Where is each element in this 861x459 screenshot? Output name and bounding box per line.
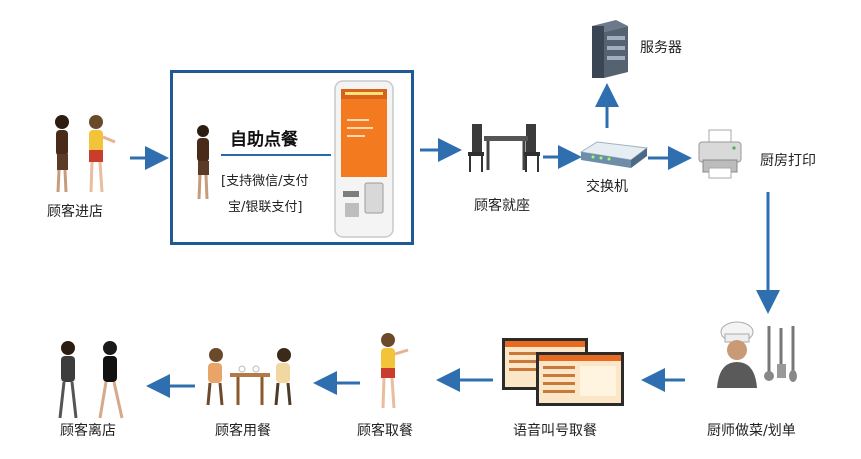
label-server: 服务器 <box>640 40 682 56</box>
label-customer-leave: 顾客离店 <box>60 423 116 439</box>
label-customer-dine: 顾客用餐 <box>215 423 271 439</box>
label-switch: 交换机 <box>586 179 628 195</box>
chef-icon <box>717 321 797 388</box>
payment-note-line1: [支持微信/支付 <box>221 174 309 189</box>
title-underline <box>221 154 331 156</box>
label-customer-pickup: 顾客取餐 <box>357 423 413 439</box>
label-voice-call: 语音叫号取餐 <box>513 423 597 439</box>
self-order-title: 自助点餐 <box>230 130 298 150</box>
label-customer-seated: 顾客就座 <box>474 198 530 214</box>
payment-note-line2: 宝/银联支付] <box>228 200 303 215</box>
server-icon <box>592 20 628 78</box>
customers-leaving-icon <box>58 341 124 419</box>
dining-table-chairs-icon <box>468 124 540 172</box>
customer-pickup-icon <box>381 333 409 409</box>
customers-dining-icon <box>206 348 292 406</box>
customers-entering-illustration <box>55 115 116 193</box>
label-chef: 厨师做菜/划单 <box>707 423 796 439</box>
label-kitchen-print: 厨房打印 <box>760 153 816 169</box>
label-customer-enter: 顾客进店 <box>47 204 103 220</box>
network-switch-icon <box>579 141 649 168</box>
self-ordering-box: 自助点餐 [支持微信/支付 宝/银联支付] <box>170 70 414 245</box>
ordering-woman-icon <box>197 125 209 200</box>
kiosk-machine-icon <box>334 80 394 238</box>
printer-icon <box>698 129 742 179</box>
call-number-screens-icon <box>502 338 624 406</box>
